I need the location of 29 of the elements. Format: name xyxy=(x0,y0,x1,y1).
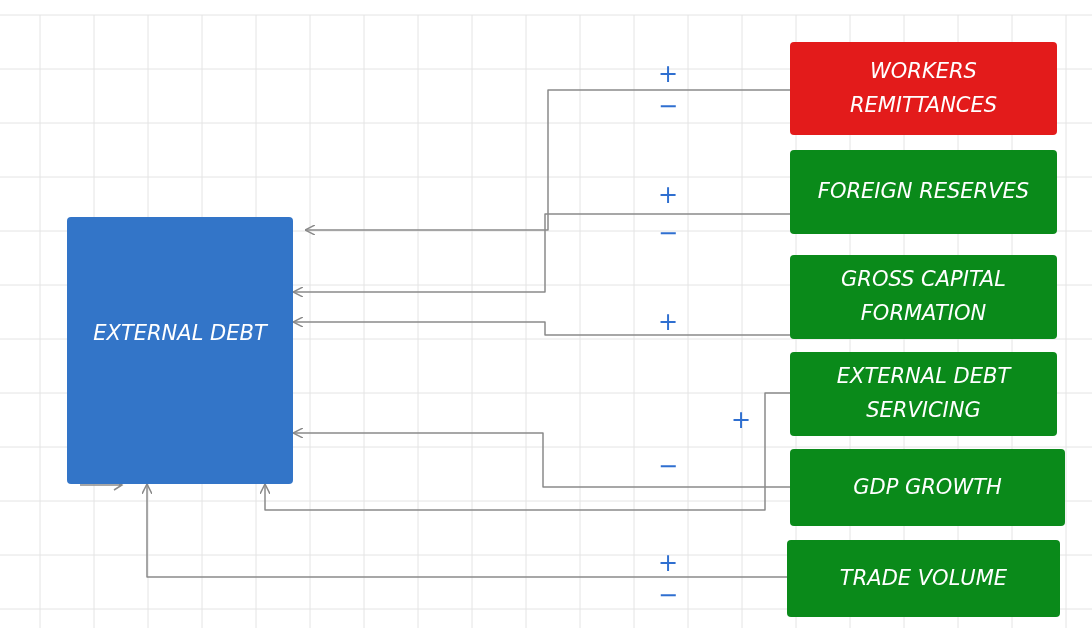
arrow xyxy=(292,213,791,298)
arrow xyxy=(304,89,791,236)
factor-box xyxy=(790,150,1057,234)
node-label: EXTERNAL DEBT xyxy=(92,320,269,347)
target-box xyxy=(67,217,293,484)
sign-label: + xyxy=(656,310,680,334)
node-label: WORKERS REMITTANCES xyxy=(848,57,999,119)
arrow xyxy=(292,427,791,488)
factor-box xyxy=(790,42,1057,135)
sign-label: − xyxy=(656,94,680,118)
arrow xyxy=(292,316,791,336)
factor-box xyxy=(787,540,1060,617)
arrow xyxy=(259,392,791,511)
node-label: GROSS CAPITAL FORMATION xyxy=(840,266,1007,327)
sign-label: − xyxy=(656,454,680,478)
sign-label: − xyxy=(656,221,680,245)
sign-label: + xyxy=(656,551,680,575)
node-label: GDP GROWTH xyxy=(852,473,1003,501)
arrow xyxy=(141,483,788,578)
factor-box xyxy=(790,255,1057,339)
node-label: FOREIGN RESERVES xyxy=(816,178,1031,206)
factor-box xyxy=(790,449,1065,526)
factor-box xyxy=(790,352,1057,436)
node-label: TRADE VOLUME xyxy=(838,564,1009,592)
sign-label: + xyxy=(656,183,680,207)
node-label: EXTERNAL DEBT SERVICING xyxy=(835,363,1013,424)
sign-label: − xyxy=(656,583,680,607)
sign-label: + xyxy=(729,408,753,432)
sign-label: + xyxy=(656,62,680,86)
